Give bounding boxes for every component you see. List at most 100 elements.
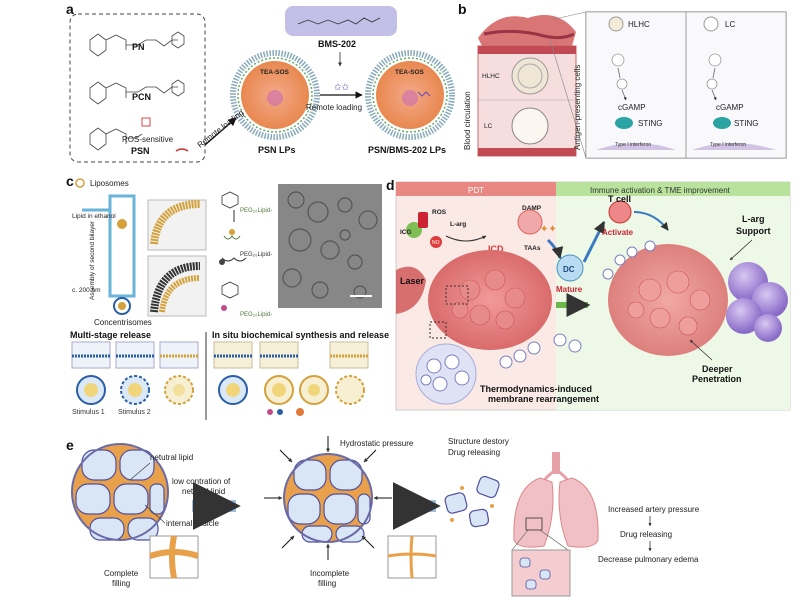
organ-illustration bbox=[478, 15, 576, 47]
molecule-psn: PSN bbox=[131, 146, 150, 156]
activate-label: Activate bbox=[602, 228, 634, 237]
tea-sos-label-2: TEA-SOS bbox=[395, 69, 425, 76]
dying-cell bbox=[517, 209, 543, 235]
hydrostatic-label: Hydrostatic pressure bbox=[340, 439, 414, 448]
thermo-label-1: Thermodynamics-induced bbox=[480, 384, 592, 394]
vesicle-assembly-2 bbox=[283, 453, 373, 543]
blood-circulation-label: Blood circulation bbox=[463, 91, 472, 150]
larg-label: L-arg bbox=[450, 221, 466, 228]
dc-label: DC bbox=[563, 265, 575, 274]
remote-loading-arrow-1 bbox=[204, 117, 237, 146]
ros-label: ROS bbox=[432, 209, 447, 216]
cgamp-label-2: cGAMP bbox=[716, 103, 744, 112]
in-situ-title: In situ biochemical synthesis and releas… bbox=[212, 330, 389, 340]
netutral-lipid-label: netutral lipid bbox=[150, 453, 193, 462]
deeper-label-2: Penetration bbox=[692, 374, 742, 384]
cgamp-label-1: cGAMP bbox=[618, 103, 646, 112]
low-concentration-label-2: netutral lipid bbox=[182, 487, 225, 496]
tcell-label: T cell bbox=[608, 194, 631, 204]
complete-filling-label-1: Complete bbox=[104, 569, 139, 578]
low-concentration-label-1: low contration of bbox=[172, 477, 231, 486]
bms-star-icon: ✩✩ bbox=[334, 82, 350, 92]
pdt-title: PDT bbox=[468, 186, 484, 195]
molecule-pcn: PCN bbox=[132, 92, 151, 102]
incomplete-filling-label-1: Incomplete bbox=[310, 569, 350, 578]
tea-sos-label-1: TEA-SOS bbox=[260, 69, 290, 76]
taas-label: TAAs bbox=[524, 245, 541, 252]
remote-loading-label-2: Remote loading bbox=[306, 103, 362, 112]
size-label: c. 200 nm bbox=[72, 287, 101, 294]
laser-label: Laser bbox=[400, 276, 425, 286]
mature-label: Mature bbox=[556, 285, 583, 294]
drug-releasing-label-2: Drug releasing bbox=[620, 530, 672, 539]
support-label-1: L-arg bbox=[742, 214, 765, 224]
complete-filling-label-2: filling bbox=[112, 579, 130, 588]
molecule-pn: PN bbox=[132, 42, 145, 52]
fragmented-vesicles bbox=[444, 475, 500, 528]
liposome-cluster bbox=[415, 343, 477, 405]
decrease-edema-label: Decrease pulmonary edema bbox=[598, 555, 699, 564]
panel-a-label: a bbox=[66, 1, 74, 17]
panel-d: d PDT Immune activation & TME improvemen… bbox=[386, 177, 791, 411]
concentrisomes-label: Concentrisomes bbox=[94, 318, 152, 327]
taa-icon: ✦✦ bbox=[540, 224, 557, 235]
peg-lipid-structures bbox=[219, 191, 247, 311]
bms-202-structure bbox=[297, 17, 381, 25]
molecule-box bbox=[69, 13, 206, 163]
sting-icon-2 bbox=[713, 117, 731, 129]
pdt-header bbox=[396, 182, 556, 196]
hlhc-column-label: HLHC bbox=[628, 20, 650, 29]
icg-label: ICG bbox=[400, 229, 412, 236]
t-cell bbox=[608, 200, 632, 224]
peg-label-2: PEG₂₀Lipid- bbox=[240, 252, 272, 258]
sting-label-2: STING bbox=[734, 119, 758, 128]
psn-linker-icon bbox=[175, 148, 189, 152]
panel-b: b HLHC LC Blood circulation Antigen-pres… bbox=[458, 1, 787, 159]
liposome-icon bbox=[75, 178, 85, 188]
panel-b-label: b bbox=[458, 1, 467, 17]
incomplete-filling-label-2: filling bbox=[318, 579, 336, 588]
ros-marker bbox=[141, 117, 151, 127]
stimulus-1-label: Stimulus 1 bbox=[72, 409, 105, 416]
immune-header bbox=[556, 182, 790, 196]
panel-e-label: e bbox=[66, 437, 74, 453]
sting-label-1: STING bbox=[638, 119, 662, 128]
increased-pressure-label: Increased artery pressure bbox=[608, 505, 700, 514]
psn-liposome bbox=[230, 50, 320, 140]
thermo-label-2: membrane rearrangement bbox=[488, 394, 599, 404]
lipid-ethanol-label: Lipid in ethanol bbox=[72, 213, 116, 220]
liposomes-label: Liposomes bbox=[90, 179, 129, 188]
microfluidic-channel bbox=[108, 194, 136, 298]
bms-202-label: BMS-202 bbox=[318, 39, 356, 49]
multi-stage-title: Multi-stage release bbox=[70, 330, 151, 340]
panel-c-label: c bbox=[66, 173, 74, 189]
hlhc-particle bbox=[511, 57, 549, 95]
ifn-label-1: Type I interferon bbox=[615, 142, 651, 148]
internal-vesicle-label: internal vesicle bbox=[166, 519, 219, 528]
deeper-label-1: Deeper bbox=[702, 364, 733, 374]
lc-column-label: LC bbox=[725, 20, 735, 29]
structure-destory-label: Structure destory bbox=[448, 437, 509, 446]
laser-beam bbox=[396, 266, 426, 314]
peg-label-3: PEG₂₀Lipid- bbox=[240, 312, 272, 318]
released-vesicles bbox=[499, 333, 582, 369]
hlhc-inset-label: HLHC bbox=[482, 73, 500, 80]
damp-label: DAMP bbox=[522, 205, 542, 212]
tumor-mass bbox=[428, 250, 552, 350]
ifn-label-2: Type I interferon bbox=[710, 142, 746, 148]
panel-a: a PN PCN ROS-sensitive PSN BMS-202 TEA-S… bbox=[66, 1, 455, 163]
sting-icon-1 bbox=[615, 117, 633, 129]
remote-loading-label-1: Remote loading bbox=[196, 108, 246, 150]
panel-d-label: d bbox=[386, 177, 395, 193]
bms-202-box bbox=[285, 6, 397, 36]
apc-label: Antigen-presenting cells bbox=[573, 65, 582, 150]
cryo-em-vesicles bbox=[282, 191, 378, 299]
purple-spheres bbox=[726, 262, 788, 342]
lc-particle bbox=[511, 107, 549, 145]
psn-bms-liposome bbox=[365, 50, 455, 140]
immune-title: Immune activation & TME improvement bbox=[590, 186, 731, 195]
icd-label: ICD bbox=[488, 244, 504, 254]
pressure-arrows bbox=[264, 436, 392, 560]
no-label: NO bbox=[432, 240, 440, 246]
